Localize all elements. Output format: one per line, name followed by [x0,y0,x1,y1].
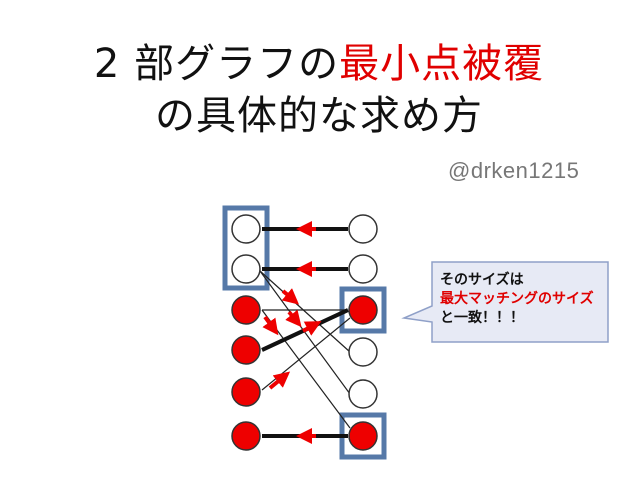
flow-arrow [302,321,322,336]
right-vertex-2 [348,254,378,284]
right-vertex-4 [348,337,378,367]
author-handle: @drken1215 [448,158,580,183]
right-vertex-6 [348,421,378,451]
left-vertex-3 [231,295,261,325]
left-vertex-5 [231,377,261,407]
flow-arrow [268,371,291,390]
left-vertex-4 [231,335,261,365]
callout-line-2: 最大マッチングのサイズ [440,291,594,307]
flow-arrow [262,315,279,336]
callout-box [401,261,609,343]
slide-title: 2 部グラフの最小点被覆 の具体的な求め方 [0,38,638,142]
callout-text: そのサイズは 最大マッチングのサイズ と一致！！！ [440,271,600,328]
title-line-1: 2 部グラフの最小点被覆 [0,38,638,90]
flow-arrow [281,288,300,305]
callout-line-3: と一致！！！ [440,310,524,326]
title-highlight: 最小点被覆 [339,41,545,87]
callout-line-1: そのサイズは [440,272,524,288]
left-vertex-2 [231,254,261,284]
right-vertex-3 [348,295,378,325]
title-prefix: 2 部グラフの [93,41,340,87]
flow-arrow [285,309,302,328]
left-vertex-6 [231,421,261,451]
right-vertex-1 [348,214,378,244]
cover-box-left-top [222,205,270,291]
left-vertex-1 [231,214,261,244]
edge [259,270,351,395]
title-line-2: の具体的な求め方 [155,93,483,139]
right-vertex-5 [348,379,378,409]
edge [259,270,351,353]
